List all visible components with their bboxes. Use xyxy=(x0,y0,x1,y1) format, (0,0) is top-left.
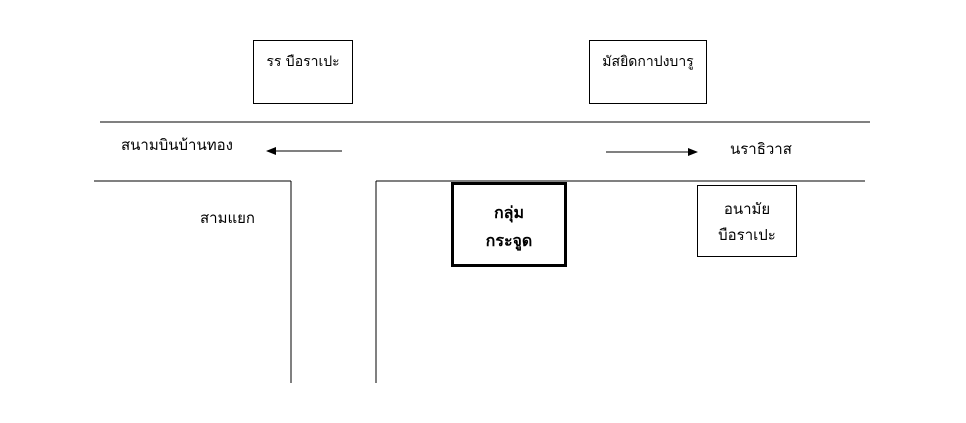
direction-right-label: นราธิวาส xyxy=(730,140,792,158)
health-center-line2: บือราเปะ xyxy=(718,226,776,245)
school-label: รร บือราเปะ xyxy=(266,54,340,70)
school-box: รร บือราเปะ xyxy=(253,40,353,104)
health-center-line1: อนามัย xyxy=(723,200,771,218)
health-center-box: อนามัย บือราเปะ xyxy=(697,185,797,257)
target-group-line1: กลุ่ม xyxy=(493,203,525,222)
direction-left-label: สนามบินบ้านทอง xyxy=(121,136,233,154)
target-group-box: กลุ่ม กระจูด xyxy=(451,182,567,267)
junction-label: สามแยก xyxy=(200,209,256,227)
target-group-line2: กระจูด xyxy=(485,231,533,250)
mosque-label: มัสยิดกาปงบารู xyxy=(602,54,694,70)
mosque-box: มัสยิดกาปงบารู xyxy=(589,40,707,104)
